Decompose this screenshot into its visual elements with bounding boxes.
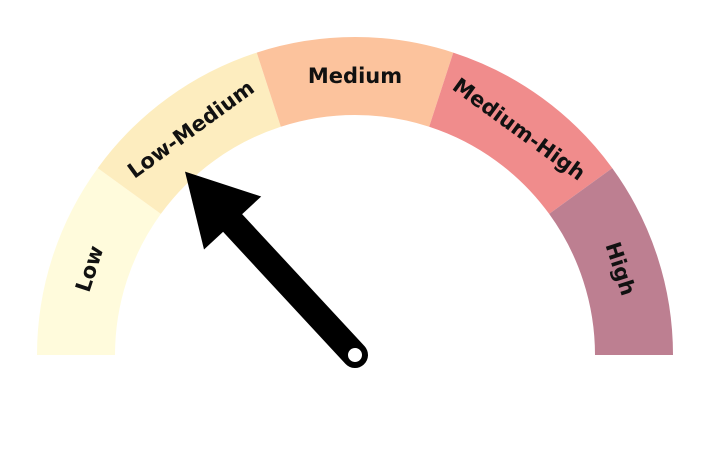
gauge-segment-medium — [256, 37, 454, 127]
gauge-segment-medium-high — [429, 52, 613, 214]
needle-shaft — [216, 207, 368, 368]
needle-head — [185, 171, 262, 250]
gauge-needle — [185, 171, 368, 368]
gauge-segment-low — [37, 168, 161, 355]
needle-pivot — [348, 348, 362, 362]
gauge-segment-low-medium — [97, 52, 281, 214]
gauge-segment-high — [549, 168, 673, 355]
gauge-label-medium: Medium — [308, 64, 402, 88]
